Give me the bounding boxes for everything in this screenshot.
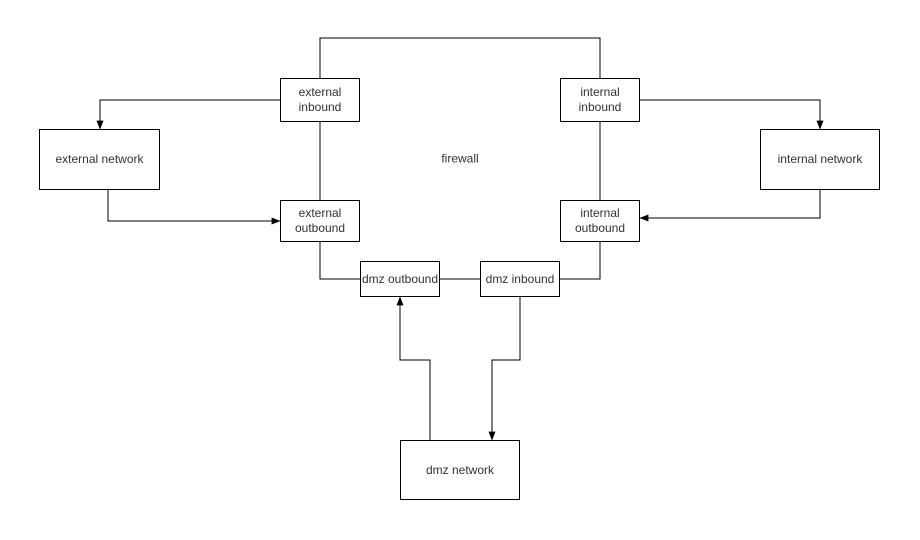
connector-external-inbound-to-internal-inbound xyxy=(319,37,601,78)
node-internal-outbound[interactable]: internal outbound xyxy=(560,200,640,242)
node-external-inbound[interactable]: external inbound xyxy=(280,78,360,122)
connector-internal-inbound-to-internal-network xyxy=(640,99,824,130)
connector-dmz-inbound-to-dmz-network xyxy=(488,297,521,441)
connector-external-inbound-to-external-network xyxy=(96,99,280,130)
connector-internal-network-to-internal-outbound xyxy=(639,190,821,222)
connector-dmz-inbound-to-internal-outbound xyxy=(560,242,601,280)
node-dmz-inbound[interactable]: dmz inbound xyxy=(480,261,560,297)
node-dmz-outbound[interactable]: dmz outbound xyxy=(360,261,440,297)
connector-dmz-network-to-dmz-outbound xyxy=(396,296,431,440)
connector-external-outbound-to-dmz-outbound xyxy=(319,242,360,280)
firewall-zone-label: firewall xyxy=(441,151,479,166)
node-external-network[interactable]: external network xyxy=(39,129,160,190)
node-dmz-network[interactable]: dmz network xyxy=(400,440,520,500)
node-internal-inbound[interactable]: internal inbound xyxy=(560,78,640,122)
node-external-outbound[interactable]: external outbound xyxy=(280,200,360,242)
connector-external-network-to-external-outbound xyxy=(107,190,281,225)
node-internal-network[interactable]: internal network xyxy=(760,129,880,190)
